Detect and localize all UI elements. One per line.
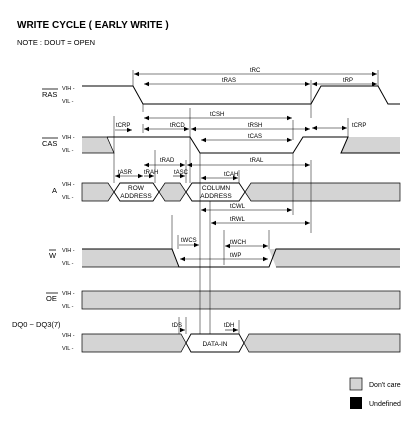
label-twch: tWCH: [230, 240, 246, 246]
label-trsh: tRSH: [248, 123, 262, 129]
label-twp: tWP: [230, 253, 241, 259]
label-tcah: tCAH: [224, 172, 238, 178]
legend-dont-care-label: Don't care: [369, 382, 401, 389]
oe-dont-care: [81, 290, 401, 310]
level-labels: VIH - VIL - VIH - VIL - VIH - VIL - VIH …: [62, 86, 75, 352]
vil-label: VIL -: [62, 346, 74, 352]
vil-label: VIL -: [62, 304, 74, 310]
cas-dont-care-right: [341, 137, 400, 153]
w-dont-care-left: [82, 249, 179, 267]
label-trad: tRAD: [160, 158, 175, 164]
label-tdh: tDH: [224, 323, 234, 329]
label-tcrp2: tCRP: [352, 123, 366, 129]
note-text: NOTE : DOUT = OPEN: [17, 38, 95, 47]
vih-label: VIH -: [62, 248, 75, 254]
data-in-label: DATA-IN: [202, 341, 227, 348]
legend-undefined-label: Undefined: [369, 401, 401, 408]
label-tras: tRAS: [222, 78, 236, 84]
w-dont-care-right: [269, 249, 400, 267]
vil-label: VIL -: [62, 261, 74, 267]
timing-labels: tRC tRAS tRP tCRP tCSH tRCD tRSH tCAS tC…: [116, 68, 366, 329]
signal-label-ras: RAS: [42, 90, 57, 99]
label-trwl: tRWL: [230, 217, 246, 223]
vih-label: VIH -: [62, 333, 75, 339]
vil-label: VIL -: [62, 195, 74, 201]
label-trah: tRAH: [144, 170, 158, 176]
vil-label: VIL -: [62, 99, 74, 105]
label-tcwl: tCWL: [230, 204, 246, 210]
ras-waveform: [82, 85, 400, 105]
vih-label: VIH -: [62, 135, 75, 141]
signal-label-dq: DQ0 ~ DQ3(7): [12, 320, 61, 329]
label-tcas: tCAS: [248, 134, 262, 140]
label-trp: tRP: [343, 78, 353, 84]
label-tasr: tASR: [118, 170, 133, 176]
signal-label-cas: CAS: [42, 139, 57, 148]
label-twcs: tWCS: [181, 238, 197, 244]
label-tasc: tASC: [174, 170, 189, 176]
label-trcd: tRCD: [170, 123, 185, 129]
vil-label: VIL -: [62, 148, 74, 154]
legend-undefined-swatch: [350, 397, 362, 409]
diagram-title: WRITE CYCLE ( EARLY WRITE ): [17, 20, 169, 31]
timing-arrows: [115, 71, 377, 333]
signal-label-w: W: [49, 251, 57, 260]
label-trc: tRC: [250, 68, 261, 74]
signal-label-oe: OE: [46, 294, 57, 303]
vih-label: VIH -: [62, 291, 75, 297]
legend-dont-care-swatch: [349, 377, 363, 391]
reference-lines: [113, 70, 379, 334]
row-address-label-line2: ADDRESS: [120, 193, 152, 200]
row-address-label-line1: ROW: [128, 185, 145, 192]
column-address-label-line1: COLUMN: [202, 185, 230, 192]
column-address-label-line2: ADDRESS: [200, 193, 232, 200]
vih-label: VIH -: [62, 86, 75, 92]
address-waveform: [81, 182, 401, 202]
dq-waveform: [81, 333, 401, 353]
cas-waveform: [107, 136, 400, 154]
label-tds: tDS: [172, 323, 182, 329]
label-tcsh: tCSH: [210, 112, 224, 118]
signal-label-a: A: [52, 186, 57, 195]
cas-dont-care-left: [82, 137, 114, 153]
label-tcrp: tCRP: [116, 123, 130, 129]
label-tral: tRAL: [250, 158, 264, 164]
vih-label: VIH -: [62, 182, 75, 188]
w-waveform: [82, 248, 400, 268]
